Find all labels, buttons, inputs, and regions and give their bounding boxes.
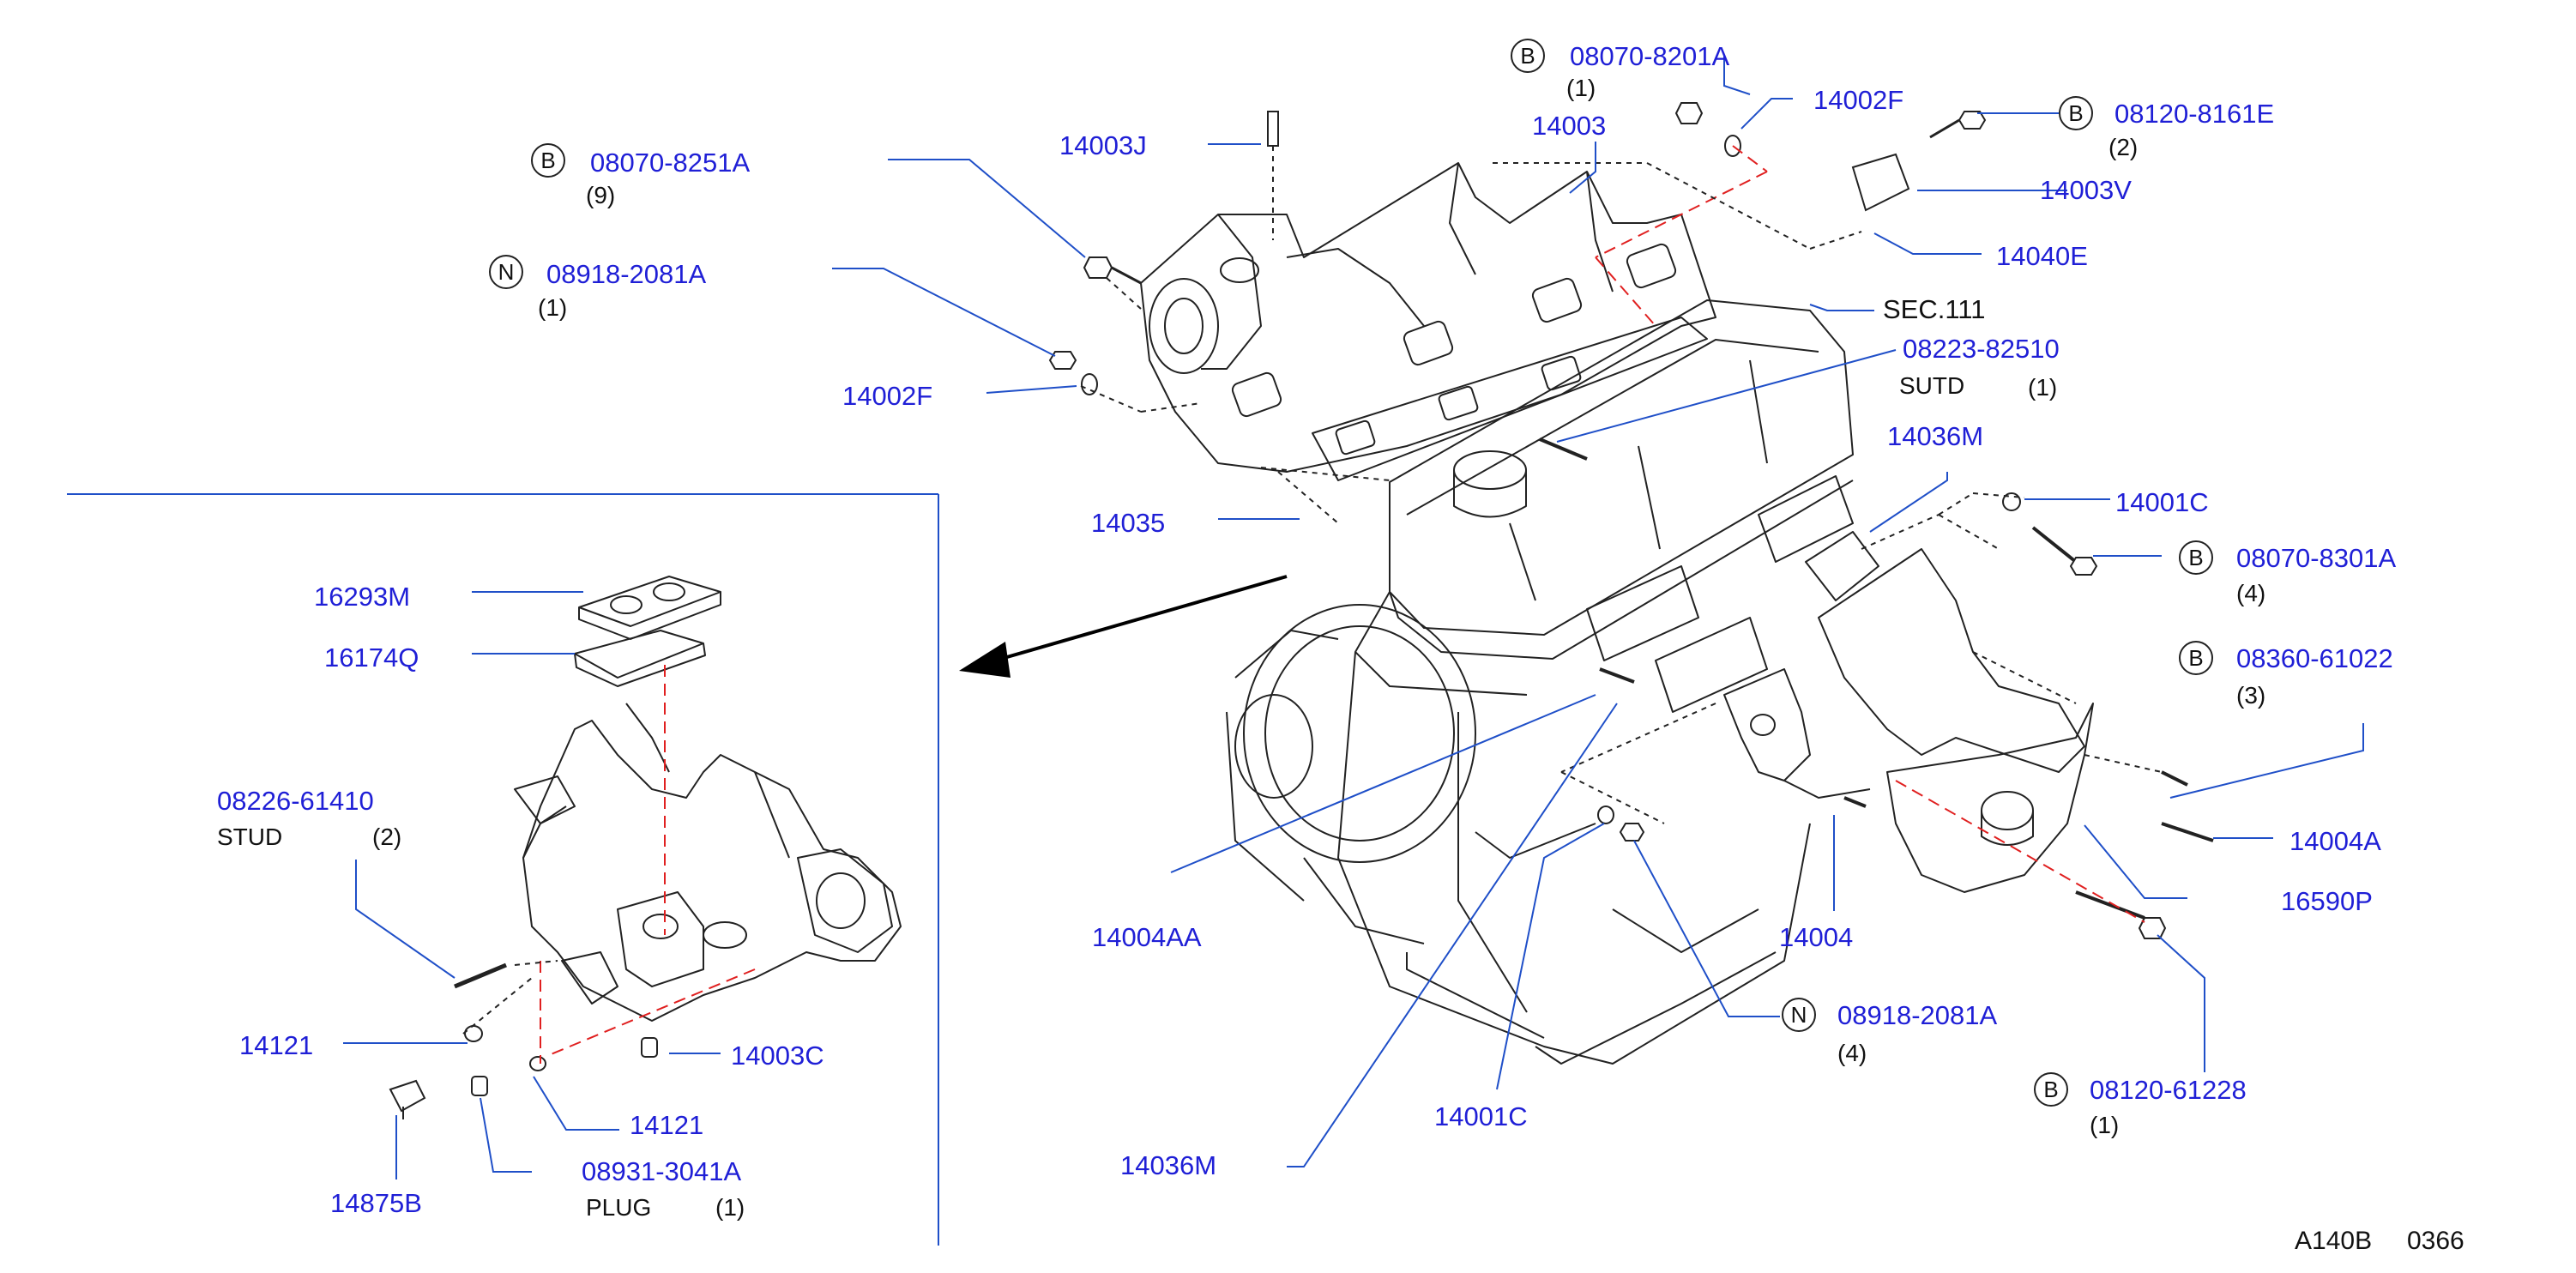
diagram-code: A140B [2295,1227,2373,1255]
quantity-label: (1) [2090,1112,2120,1138]
part-number-label[interactable]: 14004A [2289,826,2381,856]
badge-n: N [489,255,523,289]
part-number-label[interactable]: 14003V [2040,175,2132,205]
phantom-lines [540,145,2145,1064]
part-number-label[interactable]: 14040E [1996,241,2088,271]
part-number-label[interactable]: 14004AA [1092,922,1202,952]
part-number-label[interactable]: 14002F [842,381,933,411]
exhaust-manifold [1140,162,1716,473]
description-label: SUTD [1899,372,1965,399]
part-number-label[interactable]: 08070-8301A [2236,543,2397,573]
hardware [1048,102,2214,939]
detail-hardware [389,962,658,1119]
part-number-label[interactable]: 08360-61022 [2236,643,2393,673]
badge-n: N [1782,998,1816,1032]
badge-b: B [1511,39,1545,73]
quantity-label: (1) [715,1194,745,1221]
section-ref-label[interactable]: SEC.111 [1883,294,1986,324]
part-number-label[interactable]: 08223-82510 [1903,334,2060,364]
quantity-label: (1) [2028,374,2058,401]
quantity-label: (2) [2108,134,2139,160]
quantity-label: (9) [586,182,616,208]
badge-b: B [2179,641,2213,675]
quantity-label: (3) [2236,682,2266,709]
part-number-label[interactable]: 14002F [1813,85,1904,115]
part-number-label[interactable]: 16174Q [324,643,419,673]
description-label: STUD [217,824,283,850]
part-number-label[interactable]: 08070-8201A [1570,41,1730,71]
quantity-label: (4) [1837,1040,1867,1066]
part-number-label[interactable]: 14036M [1887,421,1984,451]
badge-b: B [531,143,565,178]
part-number-label[interactable]: 14875B [330,1188,422,1218]
part-number-label[interactable]: 14121 [239,1030,314,1060]
part-number-label[interactable]: 14003J [1059,130,1147,160]
part-number-label[interactable]: 14004 [1779,922,1854,952]
badge-b: B [2179,540,2213,575]
part-number-label[interactable]: 14036M [1120,1150,1217,1180]
part-number-label[interactable]: 08120-61228 [2090,1075,2247,1105]
part-number-label[interactable]: 08918-2081A [546,259,707,289]
part-number-label[interactable]: 16590P [2281,886,2373,916]
detail-arrow [959,575,1288,678]
quantity-label: (4) [2236,580,2266,606]
detail-manifold [514,576,902,1022]
part-number-label[interactable]: 14003 [1532,111,1607,141]
description-label: PLUG [586,1194,652,1221]
part-number-label[interactable]: 14121 [630,1110,704,1140]
leader-lines [343,56,2364,1179]
part-number-label[interactable]: 08226-61410 [217,786,374,816]
part-number-label[interactable]: 16293M [314,582,411,612]
intake-manifold [1723,531,2094,893]
part-number-label[interactable]: 14035 [1091,508,1166,538]
diagram-number: 0366 [2407,1227,2464,1255]
part-number-label[interactable]: 14003C [731,1041,824,1071]
badge-b: B [2034,1072,2068,1107]
part-number-label[interactable]: 08918-2081A [1837,1000,1998,1030]
part-number-label[interactable]: 08120-8161E [2114,99,2275,129]
quantity-label: (1) [538,294,568,321]
part-number-label[interactable]: 08070-8251A [590,148,751,178]
part-number-label[interactable]: 08931-3041A [582,1156,742,1186]
quantity-label: (2) [372,824,402,850]
quantity-label: (1) [1566,75,1596,101]
part-number-label[interactable]: 14001C [1434,1101,1528,1131]
part-number-label[interactable]: 14001C [2115,487,2209,517]
engine-block [1226,299,1854,1065]
assembly-lines [462,146,2163,1035]
badge-b: B [2059,96,2093,130]
exhaust-gasket [1312,317,1708,481]
detail-frame [67,493,939,1246]
